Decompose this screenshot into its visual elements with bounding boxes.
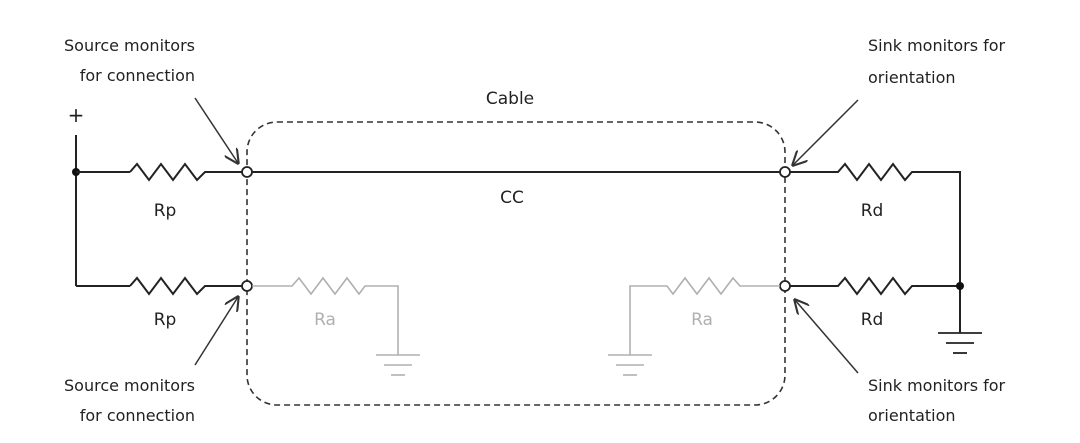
sink-bottom-annotation-line1: Sink monitors for [868, 376, 1006, 395]
resistor-ra-right [629, 276, 780, 355]
cable-label: Cable [486, 89, 534, 109]
ra-left-label: Ra [314, 310, 336, 330]
rp-top-label: Rp [154, 201, 177, 221]
ra-right-label: Ra [691, 310, 713, 330]
connector-pin [241, 280, 253, 292]
resistor-rp-top [129, 162, 242, 182]
sink-top-annotation-line2: orientation [868, 68, 956, 87]
junction-dot [956, 282, 964, 290]
source-top-annotation-line1: Source monitors [64, 36, 195, 55]
plus-label: + [68, 103, 85, 127]
cable-boundary [246, 121, 786, 406]
arrow [793, 99, 859, 165]
ground-icon [376, 354, 420, 376]
rp-bottom-label: Rp [154, 310, 177, 330]
connector-pin [241, 166, 253, 178]
source-bottom-annotation-line1: Source monitors [64, 376, 195, 395]
connector-pin [779, 280, 791, 292]
arrow [795, 300, 859, 374]
arrow [194, 97, 238, 163]
sink-top-annotation-line1: Sink monitors for [868, 36, 1006, 55]
sink-bottom-annotation-line2: orientation [868, 406, 956, 425]
resistor-rd-bottom [790, 276, 961, 333]
source-top-annotation-line2: for connection [80, 66, 195, 85]
resistor-rp-bottom [129, 276, 242, 296]
cc-label: CC [500, 188, 524, 208]
resistor-ra-left [252, 276, 399, 355]
ground-icon [608, 354, 652, 376]
connector-pin [779, 166, 791, 178]
rd-bottom-label: Rd [861, 310, 884, 330]
rd-top-label: Rd [861, 201, 884, 221]
ground-icon [938, 332, 982, 354]
arrow [194, 297, 238, 366]
source-bottom-annotation-line2: for connection [80, 406, 195, 425]
resistor-rd-top [790, 162, 961, 286]
